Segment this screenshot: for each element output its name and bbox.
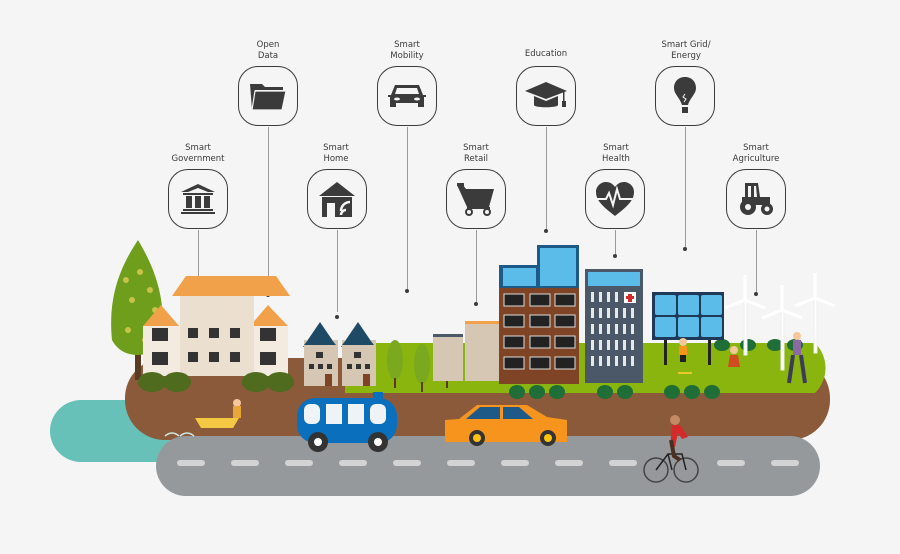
education-button[interactable] [516,66,576,126]
heart-pulse-icon [596,182,634,216]
smart-agriculture-button[interactable] [726,169,786,229]
smart-grid-button[interactable] [655,66,715,126]
graduation-cap-icon [525,82,567,108]
smart-government-button[interactable] [168,169,228,229]
light-bulb-icon [674,77,696,113]
smart-mobility-button[interactable] [377,66,437,126]
label-education: Education [524,49,568,59]
tractor-icon [740,183,773,215]
city-scene [50,240,836,496]
car-icon [388,85,426,107]
smart-health-button[interactable] [585,169,645,229]
smart-retail-button[interactable] [446,169,506,229]
smart-home-icon [319,182,355,217]
shopping-cart-icon [457,183,494,216]
government-building-icon [181,184,215,214]
open-data-button[interactable] [238,66,298,126]
label-smart-grid: Smart Grid/Energy [661,40,711,61]
smart-home-button[interactable] [307,169,367,229]
folder-icon [250,84,287,111]
